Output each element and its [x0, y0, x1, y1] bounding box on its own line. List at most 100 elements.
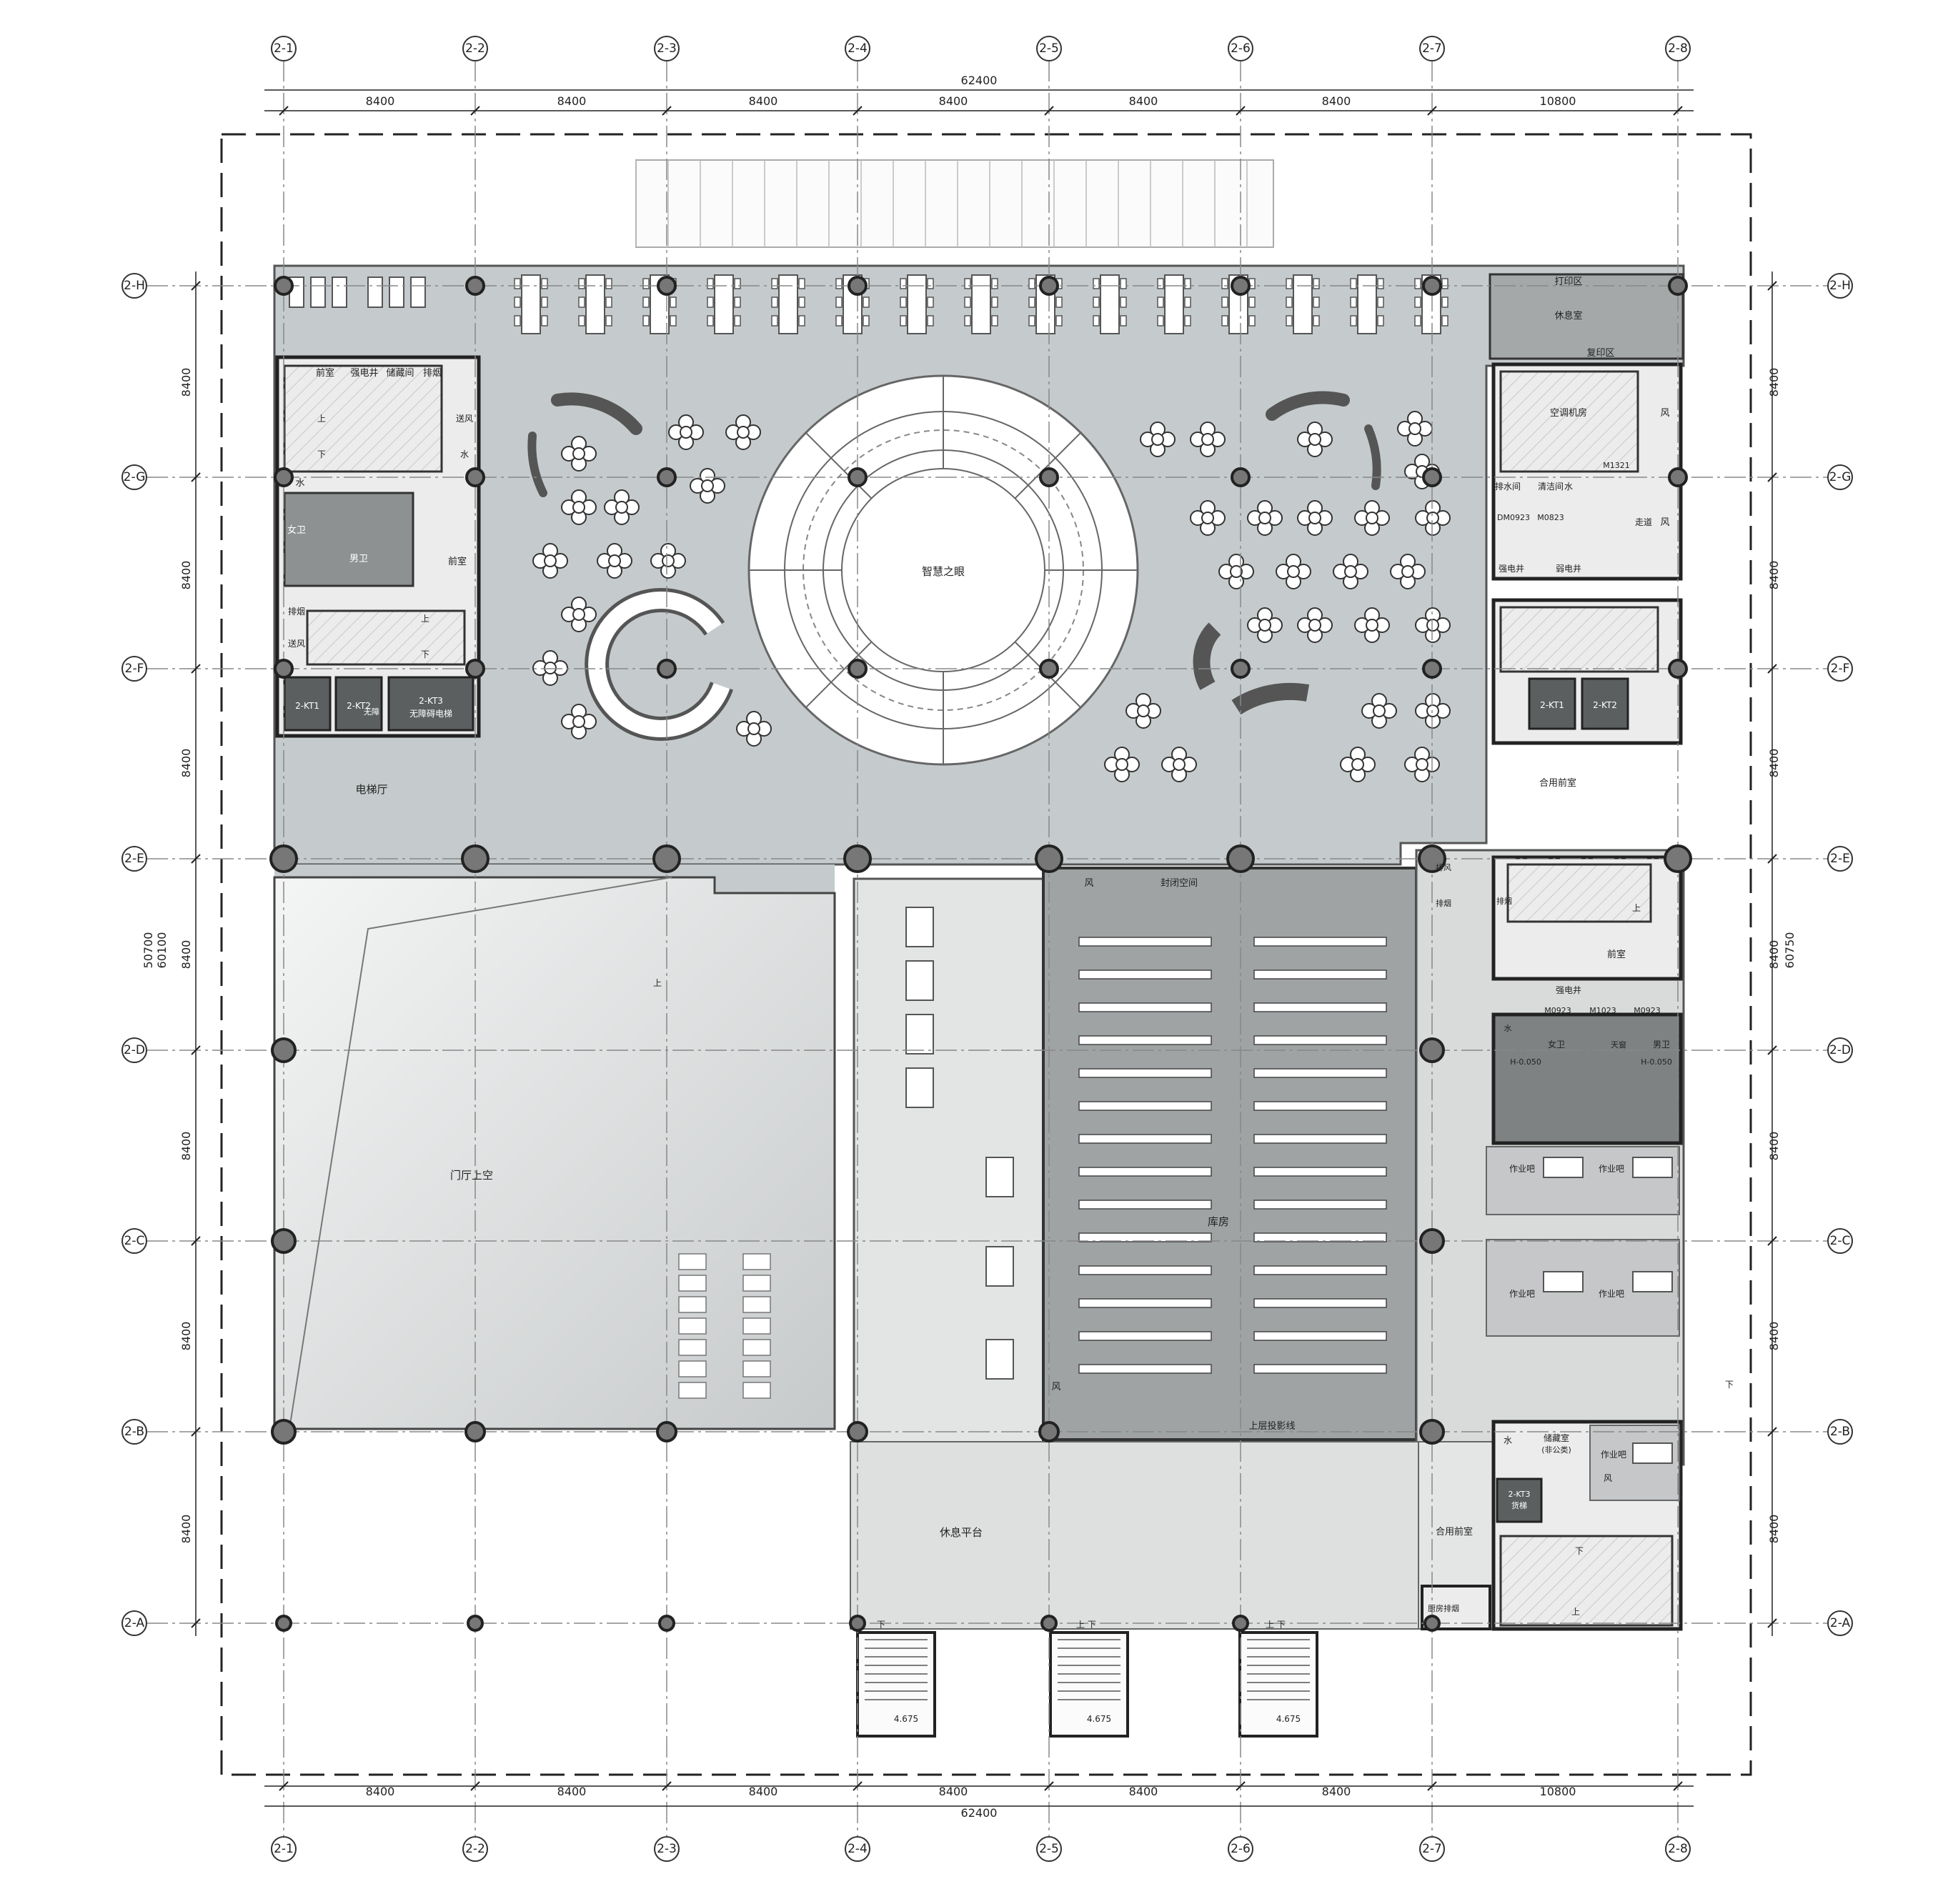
- shelf: [1253, 1364, 1387, 1374]
- label-men-wc-right: 男卫: [1653, 1040, 1670, 1050]
- reading-table: [778, 274, 798, 334]
- chair: [1028, 278, 1035, 289]
- chair: [578, 278, 585, 289]
- column: [1231, 276, 1251, 296]
- label-work-bar-3: 作业吧: [1509, 1289, 1535, 1299]
- shelf: [1078, 1364, 1212, 1374]
- shelf: [1078, 1068, 1212, 1078]
- label-up-right-stair: 上: [1632, 903, 1641, 913]
- chair: [900, 296, 907, 308]
- dim-tick: [279, 106, 289, 116]
- table: [905, 1014, 934, 1055]
- dim-bottom-4: 8400: [939, 1785, 968, 1798]
- label-exhaust-right: 排烟: [1496, 896, 1512, 906]
- axis-row-E-right: 2-E: [1830, 852, 1850, 866]
- lounge-chair: [1361, 693, 1397, 729]
- label-water-left: 水: [295, 478, 304, 489]
- axis-bubble: [1228, 36, 1253, 61]
- chair-table: [1151, 433, 1164, 446]
- label-level-stair-3: 4.675: [1276, 1714, 1301, 1724]
- chair: [1093, 315, 1100, 327]
- label-lift-1: 2-KT1: [295, 701, 319, 711]
- study-table: [678, 1360, 707, 1377]
- column: [657, 276, 677, 296]
- chair: [734, 278, 741, 289]
- chair-table: [1308, 512, 1321, 524]
- chair-table: [737, 426, 750, 439]
- column: [1668, 276, 1688, 296]
- label-lift-r3b: 货梯: [1511, 1500, 1527, 1510]
- dim-left-5: 8400: [179, 1132, 193, 1161]
- axis-bubble: [271, 1836, 297, 1862]
- label-up-void-stair: 上: [653, 978, 662, 988]
- axis-bubble: [654, 36, 680, 61]
- lounge-chair: [1190, 500, 1226, 536]
- shelf: [1253, 1134, 1387, 1144]
- chair-table: [1426, 619, 1439, 632]
- sofa: [367, 276, 383, 308]
- chair: [1377, 296, 1384, 308]
- dim-tick: [191, 281, 201, 291]
- chair: [991, 278, 998, 289]
- chair: [514, 296, 521, 308]
- chair: [1441, 296, 1448, 308]
- chair: [1286, 278, 1293, 289]
- lounge-chair: [1354, 500, 1390, 536]
- sofa: [332, 276, 347, 308]
- dim-tick: [1236, 106, 1246, 116]
- axis-row-F-right: 2-F: [1831, 662, 1850, 676]
- axis-col-1-top: 2-1: [274, 41, 294, 56]
- shelf: [1253, 1200, 1387, 1210]
- axis-bubble: [121, 1037, 147, 1063]
- work-table: [1543, 1271, 1584, 1292]
- lounge-chair: [1140, 422, 1176, 457]
- column: [274, 276, 294, 296]
- dim-tick: [1767, 1045, 1777, 1055]
- lounge-chair: [1161, 747, 1197, 782]
- chair: [707, 278, 714, 289]
- label-water-lower: 水: [1504, 1435, 1512, 1445]
- dim-tick: [1044, 106, 1054, 116]
- chair: [927, 278, 934, 289]
- axis-bubble: [121, 464, 147, 490]
- dim-left-total-a: 50700: [141, 932, 155, 969]
- dim-bottom-1: 8400: [366, 1785, 395, 1798]
- chair: [927, 315, 934, 327]
- axis-bubble: [271, 36, 297, 61]
- axis-col-7-top: 2-7: [1422, 41, 1442, 56]
- lounge-chair: [1397, 411, 1433, 447]
- axis-col-5-top: 2-5: [1039, 41, 1059, 56]
- label-down-lower-stair: 下: [1575, 1546, 1584, 1556]
- axis-row-H-left: 2-H: [124, 279, 145, 293]
- chair: [1157, 296, 1164, 308]
- column: [269, 844, 298, 873]
- dim-left-7: 8400: [179, 1515, 193, 1544]
- chair-table: [1416, 758, 1428, 771]
- dim-tick: [1236, 1781, 1246, 1791]
- chair: [900, 315, 907, 327]
- reading-table: [1164, 274, 1184, 334]
- axis-bubble: [1827, 1037, 1853, 1063]
- axis-col-6-top: 2-6: [1231, 41, 1251, 56]
- chair: [541, 315, 548, 327]
- label-door-m0823: M0823: [1537, 513, 1564, 522]
- label-door-m1023: M1023: [1589, 1006, 1616, 1015]
- label-lift-r3a: 2-KT3: [1508, 1490, 1530, 1499]
- work-table: [1543, 1157, 1584, 1178]
- eye-spoke: [1014, 432, 1082, 499]
- axis-col-1-bottom: 2-1: [274, 1842, 294, 1856]
- label-drain-room: 排水间: [1495, 482, 1521, 492]
- label-lobby-void: 门厅上空: [450, 1169, 493, 1182]
- chair: [991, 315, 998, 327]
- lounge-chair: [1297, 607, 1333, 643]
- dim-tick: [1767, 1236, 1777, 1246]
- chair: [642, 315, 650, 327]
- column: [1422, 659, 1442, 679]
- label-lift-3b: 无障碍电梯: [409, 708, 452, 719]
- dim-total-bottom: 62400: [961, 1806, 998, 1820]
- column: [271, 1228, 297, 1254]
- label-work-bar-5: 作业吧: [1601, 1450, 1626, 1460]
- shelf: [1253, 1167, 1387, 1177]
- axis-bubble: [121, 1228, 147, 1254]
- dim-right-6: 8400: [1767, 1322, 1781, 1351]
